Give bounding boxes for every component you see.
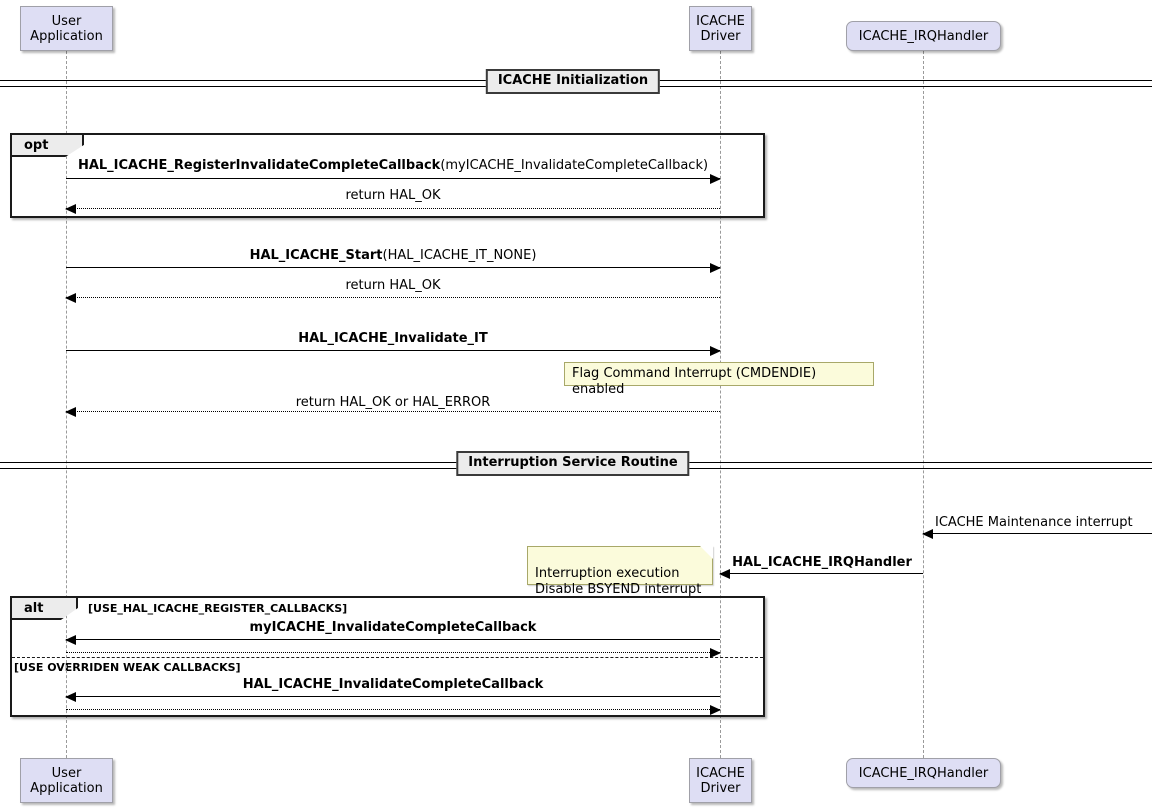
lifeline-user-application (66, 51, 67, 758)
message-arrow-hal-icache-irqhandler (719, 569, 923, 579)
message-plain-text: return HAL_OK (345, 278, 441, 293)
message-arrow-hal-icache-invalidate-complete-callback (65, 692, 720, 702)
note-flag-command-interrupt: Flag Command Interrupt (CMDENDIE) enable… (564, 362, 874, 397)
message-bold-text: HAL_ICACHE_RegisterInvalidateCompleteCal… (77, 158, 441, 173)
arrowhead-left-icon (65, 204, 76, 214)
fragment-alt-guard-1: [USE_HAL_ICACHE_REGISTER_CALLBACKS] (88, 602, 348, 615)
message-label-return-hal-ok-2: return HAL_OK (345, 278, 440, 293)
participant-user-application-top[interactable]: User Application (20, 6, 113, 51)
arrowhead-right-icon (710, 346, 721, 356)
participant-icache-irqhandler-bottom[interactable]: ICACHE_IRQHandler (846, 758, 1001, 788)
message-bold-text: HAL_ICACHE_IRQHandler (732, 555, 912, 570)
message-bold-text: myICACHE_InvalidateCompleteCallback (249, 620, 537, 635)
fragment-opt-operator: opt (12, 135, 84, 157)
message-plain-text: (HAL_ICACHE_IT_NONE) (382, 248, 537, 263)
fragment-alt-operator: alt (12, 598, 78, 620)
divider-label: ICACHE Initialization (485, 69, 661, 94)
message-arrow-hal-icache-invalidate-it (66, 346, 721, 356)
fragment-alt: alt (10, 596, 765, 717)
participant-icache-driver-top[interactable]: ICACHE Driver (689, 6, 752, 51)
message-bold-text: HAL_ICACHE_InvalidateCompleteCallback (242, 677, 544, 692)
arrowhead-right-icon (710, 263, 721, 273)
message-arrow-icache-maintenance-interrupt (922, 529, 1152, 539)
message-label-my-icache-invalidate-complete-callback: myICACHE_InvalidateCompleteCallback (250, 620, 537, 635)
message-plain-text: ICACHE Maintenance interrupt (935, 515, 1133, 530)
message-arrow-return-from-my-callback (66, 648, 721, 658)
arrowhead-left-icon (719, 569, 730, 579)
divider-label: Interruption Service Routine (456, 451, 690, 476)
arrowhead-right-icon (710, 705, 721, 715)
fragment-alt-separator (12, 657, 763, 658)
message-label-return-hal-ok-1: return HAL_OK (345, 188, 440, 203)
message-arrow-hal-icache-start (66, 263, 721, 273)
note-interruption-execution: Interruption execution Disable BSYEND in… (527, 546, 713, 597)
arrowhead-left-icon (65, 293, 76, 303)
lifeline-icache-irqhandler (923, 51, 924, 758)
note-text: Interruption execution Disable BSYEND in… (535, 566, 702, 597)
arrowhead-left-icon (65, 635, 76, 645)
message-label-hal-icache-invalidate-it: HAL_ICACHE_Invalidate_IT (298, 331, 488, 346)
fragment-opt: opt (10, 133, 765, 218)
message-label-icache-maintenance-interrupt: ICACHE Maintenance interrupt (935, 515, 1133, 530)
message-label-hal-icache-start: HAL_ICACHE_Start(HAL_ICACHE_IT_NONE) (250, 248, 537, 263)
arrowhead-left-icon (922, 529, 933, 539)
message-arrow-return-hal-ok-1 (65, 204, 720, 214)
divider-interruption-service-routine: Interruption Service Routine (0, 451, 1152, 476)
fragment-alt-guard-2: [USE OVERRIDEN WEAK CALLBACKS] (14, 661, 241, 674)
message-plain-text: return HAL_OK or HAL_ERROR (295, 395, 491, 410)
message-arrow-return-from-hal-callback (66, 705, 721, 715)
arrowhead-right-icon (710, 648, 721, 658)
message-arrow-return-hal-ok-or-error (65, 407, 720, 417)
participant-user-application-bottom[interactable]: User Application (20, 758, 113, 803)
message-bold-text: HAL_ICACHE_Start (249, 248, 383, 263)
message-label-return-hal-ok-or-error: return HAL_OK or HAL_ERROR (296, 395, 491, 410)
message-bold-text: HAL_ICACHE_Invalidate_IT (298, 331, 488, 346)
arrowhead-right-icon (710, 174, 721, 184)
participant-icache-irqhandler-top[interactable]: ICACHE_IRQHandler (846, 21, 1001, 51)
message-arrow-register-callback (66, 174, 721, 184)
note-fold-corner-icon (700, 546, 713, 559)
lifeline-icache-driver (720, 51, 721, 758)
message-arrow-my-icache-invalidate-complete-callback (65, 635, 720, 645)
arrowhead-left-icon (65, 407, 76, 417)
message-arrow-return-hal-ok-2 (65, 293, 720, 303)
divider-icache-initialization: ICACHE Initialization (0, 69, 1152, 94)
message-plain-text: (myICACHE_InvalidateCompleteCallback) (440, 158, 709, 173)
arrowhead-left-icon (65, 692, 76, 702)
message-plain-text: return HAL_OK (345, 188, 441, 203)
participant-icache-driver-bottom[interactable]: ICACHE Driver (689, 758, 752, 803)
message-label-hal-icache-irqhandler: HAL_ICACHE_IRQHandler (732, 555, 912, 570)
message-label-register-callback: HAL_ICACHE_RegisterInvalidateCompleteCal… (78, 158, 708, 173)
message-label-hal-icache-invalidate-complete-callback: HAL_ICACHE_InvalidateCompleteCallback (243, 677, 544, 692)
